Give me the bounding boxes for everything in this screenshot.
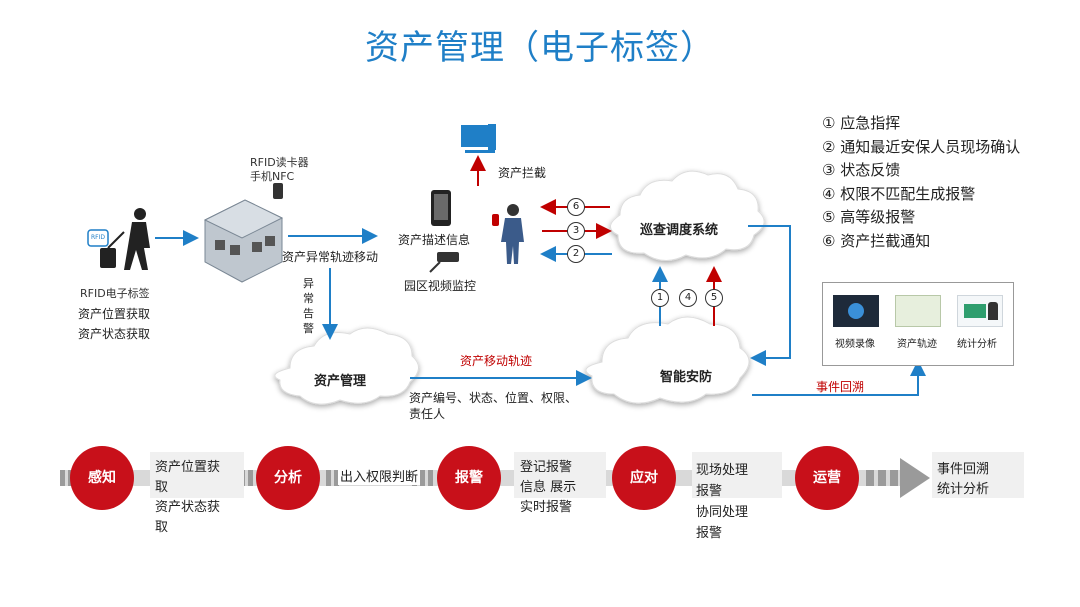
step-6-badge: 6: [567, 198, 585, 216]
building-icon: [203, 199, 284, 283]
operations-panel: 视频录像 资产轨迹 统计分析: [822, 282, 1014, 366]
abnormal-move-label: 资产异常轨迹移动: [282, 250, 379, 264]
mobile-phone-icon: [431, 190, 451, 226]
nfc-phone-icon: [273, 183, 283, 199]
statistics-label: 统计分析: [957, 339, 997, 350]
legend-item: ⑥ 资产拦截通知: [822, 231, 931, 250]
asset-track-label: 资产轨迹: [897, 339, 937, 350]
smart-security-label: 智能安防: [660, 370, 713, 385]
legend: ① 应急指挥 ② 通知最近安保人员现场确认 ③ 状态反馈 ④ 权限不匹配生成报警…: [822, 112, 1020, 253]
event-replay-label: 事件回溯: [816, 380, 865, 394]
desc-line: 资产位置获: [155, 460, 221, 475]
step-5-badge: 5: [705, 289, 723, 307]
abnormal-alarm-label: 异常告警: [303, 277, 314, 335]
stage-analyze: 分析: [256, 446, 320, 510]
park-video-label: 园区视频监控: [404, 279, 477, 293]
stage-box-respond: [692, 452, 782, 498]
asset-mgmt-label: 资产管理: [314, 374, 367, 389]
step-2-badge: 2: [567, 245, 585, 263]
rfid-badge-text: RFID: [91, 234, 106, 241]
desc-line: 现场处理: [696, 463, 749, 478]
stage-perceive-desc: 资产位置获 取 资产状态获 取: [155, 458, 220, 538]
statistics-chart-icon: [957, 295, 1003, 327]
page-title: 资产管理（电子标签）: [365, 28, 715, 68]
asset-move-track-label: 资产移动轨迹: [460, 354, 533, 368]
stage-operate-desc: 事件回溯 统计分析: [937, 460, 989, 500]
desc-line: 报警: [696, 484, 723, 499]
monitor-icon: [461, 124, 496, 153]
desc-line: 登记报警: [520, 460, 573, 475]
asset-status-label: 资产状态获取: [78, 327, 151, 341]
arrow-patrol-to-security: [748, 225, 791, 366]
legend-item: ④ 权限不匹配生成报警: [822, 184, 976, 203]
walking-person-icon: [100, 208, 150, 270]
desc-line: 取: [155, 480, 169, 495]
asset-fields-label: 资产编号、状态、位置、权限、责任人: [409, 391, 578, 421]
step-1-badge: 1: [651, 289, 669, 307]
legend-item: ② 通知最近安保人员现场确认: [822, 137, 1021, 156]
stage-analyze-desc: 出入权限判断: [338, 466, 421, 485]
rfid-tag-label: RFID电子标签: [80, 287, 150, 300]
desc-line: 实时报警: [520, 500, 573, 515]
stage-alarm: 报警: [437, 446, 501, 510]
pipeline-arrowhead: [900, 458, 930, 498]
desc-line: 取: [155, 520, 169, 535]
legend-item: ① 应急指挥: [822, 114, 901, 132]
asset-location-label: 资产位置获取: [78, 307, 151, 321]
desc-line: 报警: [696, 526, 723, 541]
stage-box-operate: [932, 452, 1024, 498]
cloud-asset-management: [274, 327, 419, 405]
step-3-badge: 3: [567, 222, 585, 240]
video-recording-icon: [833, 295, 879, 327]
cloud-smart-security: [585, 316, 750, 404]
step-4-badge: 4: [679, 289, 697, 307]
stage-operate: 运营: [795, 446, 859, 510]
cctv-camera-icon: [429, 252, 459, 273]
legend-item: ③ 状态反馈: [822, 161, 901, 179]
rfid-reader-label: RFID读卡器: [250, 156, 309, 169]
legend-item: ⑤ 高等级报警: [822, 208, 916, 226]
asset-desc-label: 资产描述信息: [398, 233, 471, 247]
stage-box-alarm: [514, 452, 606, 498]
cloud-patrol-system: [610, 170, 765, 261]
desc-line: 事件回溯: [937, 462, 990, 477]
stage-respond: 应对: [612, 446, 676, 510]
patrol-system-label: 巡查调度系统: [640, 223, 719, 238]
arrow-event-replay: [752, 360, 926, 396]
stage-perceive: 感知: [70, 446, 134, 510]
asset-intercept-label: 资产拦截: [498, 166, 547, 180]
video-recording-label: 视频录像: [835, 339, 875, 350]
asset-track-map-icon: [895, 295, 941, 327]
stage-alarm-desc: 登记报警 信息 展示 实时报警: [520, 458, 576, 518]
desc-line: 协同处理: [696, 505, 749, 520]
phone-nfc-label: 手机NFC: [250, 170, 295, 183]
desc-line: 信息 展示: [520, 480, 577, 495]
desc-line: 统计分析: [937, 482, 990, 497]
desc-line: 资产状态获: [155, 500, 221, 515]
rfid-tag-icon: [87, 229, 109, 247]
stage-box-perceive: [150, 452, 244, 498]
security-guard-icon: [492, 204, 524, 264]
stage-respond-desc: 现场处理 报警 协同处理 报警: [696, 460, 748, 544]
